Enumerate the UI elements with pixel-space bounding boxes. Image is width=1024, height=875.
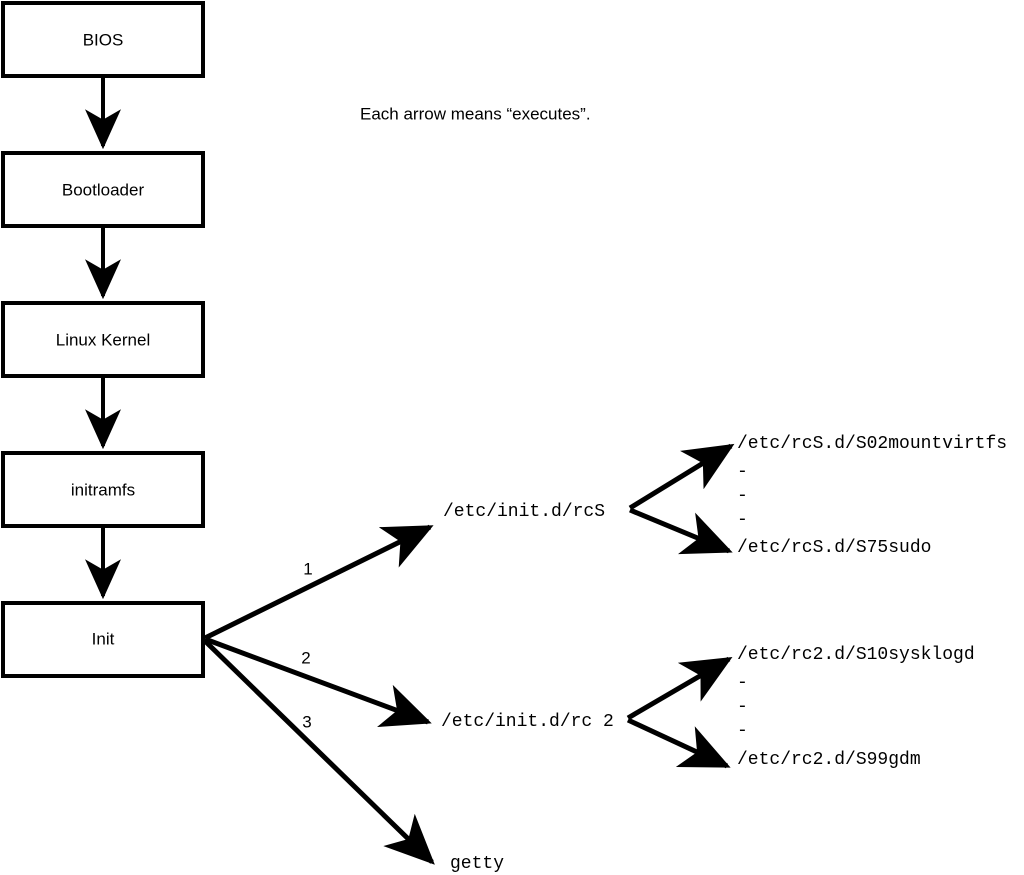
rcs-ellipsis-dash-3: - [737,510,748,530]
label-rc2-last-script: /etc/rc2.d/S99gdm [737,750,921,770]
box-initramfs: initramfs [1,451,205,528]
label-getty: getty [450,854,504,874]
box-bios: BIOS [1,1,205,78]
box-initramfs-rect [1,451,205,528]
arrow-init-to-rcs [203,524,434,641]
label-rcs-last-script: /etc/rcS.d/S75sudo [737,538,931,558]
box-linux-kernel: Linux Kernel [1,301,205,378]
rc2-ellipsis-dash-2: - [737,697,748,717]
box-init-rect [1,601,205,678]
box-bios-label: BIOS [83,30,124,49]
diagram-caption: Each arrow means “executes”. [360,104,591,123]
label-etc-init-d-rc2: /etc/init.d/rc 2 [441,712,614,732]
box-bios-rect [1,1,205,78]
branch-number-1: 1 [303,559,312,578]
arrow-init-to-getty [203,639,435,865]
label-rc2-first-script: /etc/rc2.d/S10sysklogd [737,645,975,665]
box-bootloader-label: Bootloader [62,180,145,199]
rc2-ellipsis-dash-1: - [737,673,748,693]
arrow-rc2-to-last-script [626,717,731,769]
rcs-ellipsis-dash-1: - [737,462,748,482]
arrow-rcs-to-first-script [628,443,735,511]
box-initramfs-label: initramfs [71,480,135,499]
arrow-init-to-rc2 [204,636,432,728]
branch-number-3: 3 [302,712,311,731]
arrow-rcs-to-last-script [629,507,733,555]
rcs-ellipsis-dash-2: - [737,486,748,506]
rc2-ellipsis-dash-3: - [737,721,748,741]
box-init: Init [1,601,205,678]
branch-number-2: 2 [301,648,310,667]
arrow-rc2-to-first-script [626,656,733,721]
box-linux-kernel-label: Linux Kernel [56,330,151,349]
box-init-label: Init [92,629,115,648]
box-bootloader: Bootloader [1,151,205,228]
label-etc-init-d-rcs: /etc/init.d/rcS [443,502,605,522]
label-rcs-first-script: /etc/rcS.d/S02mountvirtfs [737,434,1007,454]
